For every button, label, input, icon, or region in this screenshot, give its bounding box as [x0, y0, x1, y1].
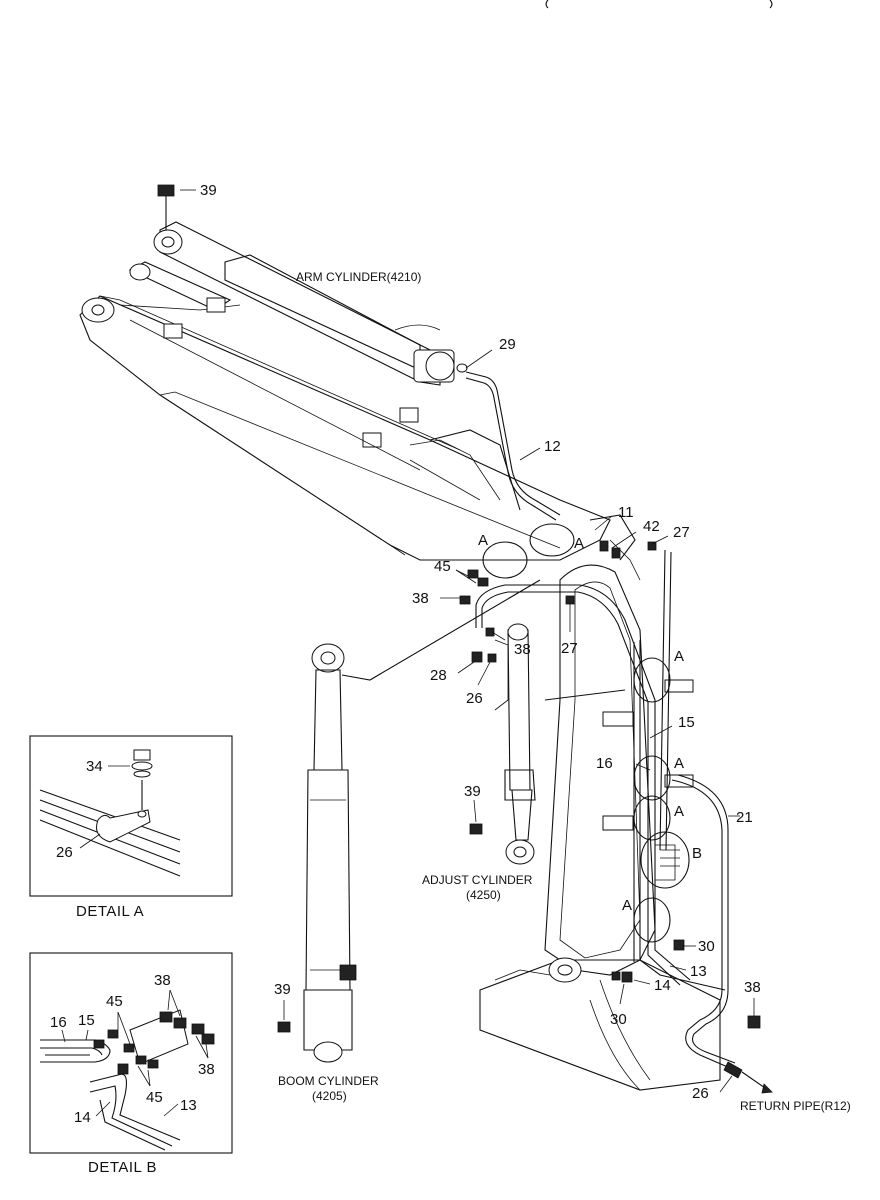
- boom-structure: [479, 514, 721, 1091]
- detail-b-frame: [29, 952, 233, 1154]
- callout-13: 13: [180, 1097, 197, 1114]
- callout-14: 14: [654, 977, 671, 994]
- callout-a: A: [674, 755, 684, 772]
- callout-27: 27: [673, 524, 690, 541]
- callout-28: 28: [430, 667, 447, 684]
- return-pipe-caption: RETURN PIPE(R12): [740, 1099, 851, 1113]
- callout-a: A: [478, 532, 488, 549]
- detail-b: [29, 952, 233, 1154]
- captions: ARM CYLINDER(4210) ADJUST CYLINDER (4250…: [76, 270, 851, 1176]
- callout-a: A: [574, 535, 584, 552]
- adjust-cylinder: [494, 623, 536, 865]
- callout-16: 16: [50, 1014, 67, 1031]
- adjust-cylinder-caption: ADJUST CYLINDER: [422, 873, 533, 887]
- title-fragment-left: [545, 0, 549, 9]
- arm-cylinder-caption: ARM CYLINDER(4210): [296, 270, 421, 284]
- adjust-cylinder-number: (4250): [466, 888, 501, 902]
- callout-39: 39: [274, 981, 291, 998]
- detail-a-frame: [29, 735, 233, 897]
- callout-45: 45: [106, 993, 123, 1010]
- callout-a: A: [674, 648, 684, 665]
- arm-structure: [79, 261, 611, 561]
- tube-12: [456, 363, 561, 521]
- arm-cylinder: [153, 184, 455, 386]
- callout-38: 38: [412, 590, 429, 607]
- callout-29: 29: [499, 336, 516, 353]
- boom-hoses: [475, 549, 773, 1094]
- callout-15: 15: [78, 1012, 95, 1029]
- callout-45: 45: [434, 558, 451, 575]
- callout-30: 30: [610, 1011, 627, 1028]
- detail-a-callouts: 34 26: [56, 758, 103, 861]
- title-fragment-right: [769, 0, 773, 9]
- detail-a: [29, 735, 233, 897]
- callout-30: 30: [698, 938, 715, 955]
- callout-26: 26: [692, 1085, 709, 1102]
- part-callouts: 39 29 12 11 42 27 A A 45 38 38 27 28 26 …: [200, 182, 761, 1102]
- callout-26: 26: [466, 690, 483, 707]
- boom-cylinder: [303, 579, 541, 1063]
- callout-45: 45: [146, 1089, 163, 1106]
- callout-12: 12: [544, 438, 561, 455]
- callout-39: 39: [464, 783, 481, 800]
- callout-21: 21: [736, 809, 753, 826]
- callout-38: 38: [744, 979, 761, 996]
- callout-38: 38: [198, 1061, 215, 1078]
- leader-lines: [180, 189, 755, 1093]
- callout-42: 42: [643, 518, 660, 535]
- callout-38: 38: [154, 972, 171, 989]
- callout-13: 13: [690, 963, 707, 980]
- clamps: [482, 523, 690, 943]
- detail-b-callouts: 38 45 16 15 38 45 14 13: [50, 972, 215, 1126]
- callout-16: 16: [596, 755, 613, 772]
- callout-38: 38: [514, 641, 531, 658]
- callout-15: 15: [678, 714, 695, 731]
- boom-cylinder-caption: BOOM CYLINDER: [278, 1074, 379, 1088]
- detail-a-title: DETAIL A: [76, 903, 144, 920]
- callout-26: 26: [56, 844, 73, 861]
- callout-27: 27: [561, 640, 578, 657]
- boom-cylinder-number: (4205): [312, 1089, 347, 1103]
- callout-39: 39: [200, 182, 217, 199]
- detail-b-title: DETAIL B: [88, 1159, 157, 1176]
- callout-a: A: [674, 803, 684, 820]
- callout-34: 34: [86, 758, 103, 775]
- callout-14: 14: [74, 1109, 91, 1126]
- callout-b: B: [692, 845, 702, 862]
- callout-11: 11: [618, 504, 634, 521]
- callout-a: A: [622, 897, 632, 914]
